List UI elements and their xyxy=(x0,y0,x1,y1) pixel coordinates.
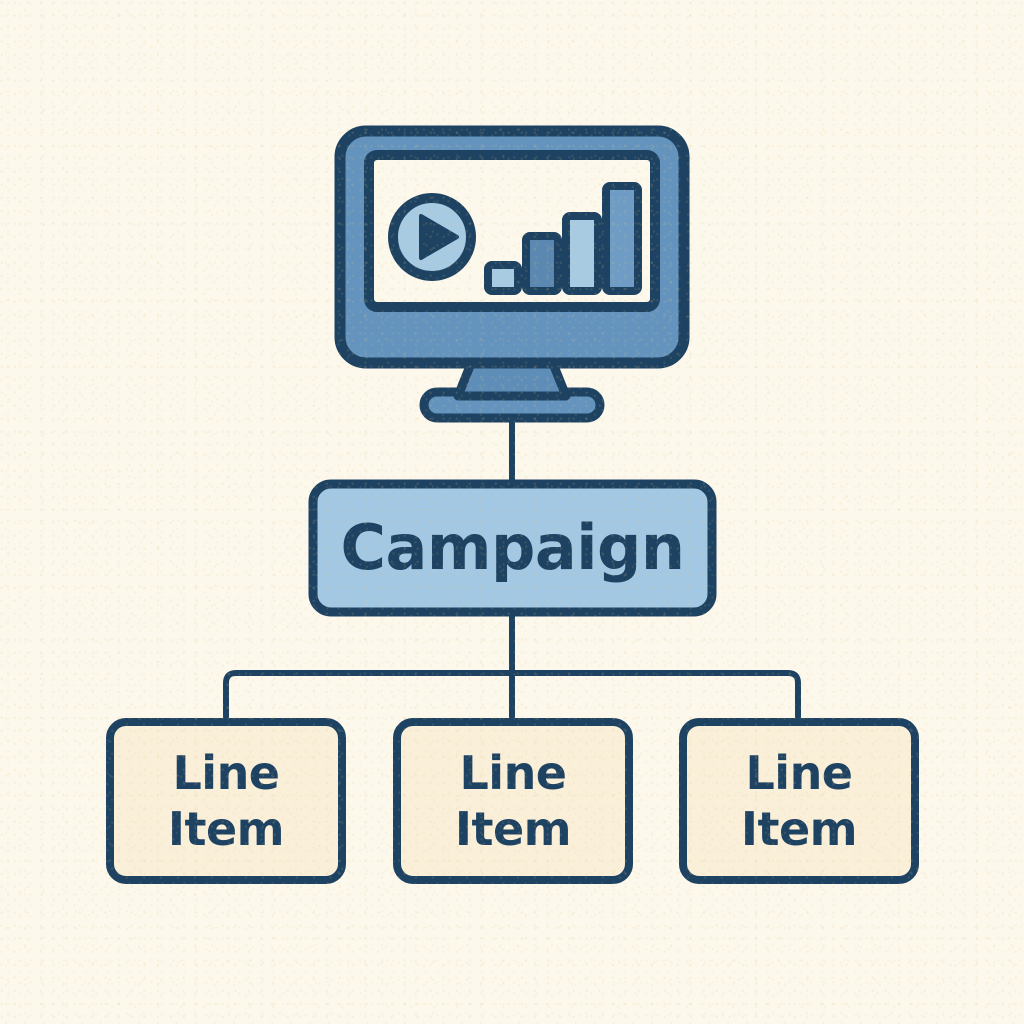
bar-4 xyxy=(602,182,642,295)
bar-2 xyxy=(522,232,562,295)
video-analytics-monitor-icon xyxy=(334,125,690,423)
line-item-node-box-3[interactable] xyxy=(679,718,919,884)
bar-chart-icon xyxy=(484,182,642,295)
play-button-icon xyxy=(388,193,476,281)
bar-3 xyxy=(562,212,602,295)
line-item-node-box-1[interactable] xyxy=(106,718,346,884)
play-triangle xyxy=(419,214,459,260)
campaign-node-box[interactable] xyxy=(308,479,717,617)
bar-1 xyxy=(484,261,522,295)
line-item-node-box-2[interactable] xyxy=(393,718,633,884)
